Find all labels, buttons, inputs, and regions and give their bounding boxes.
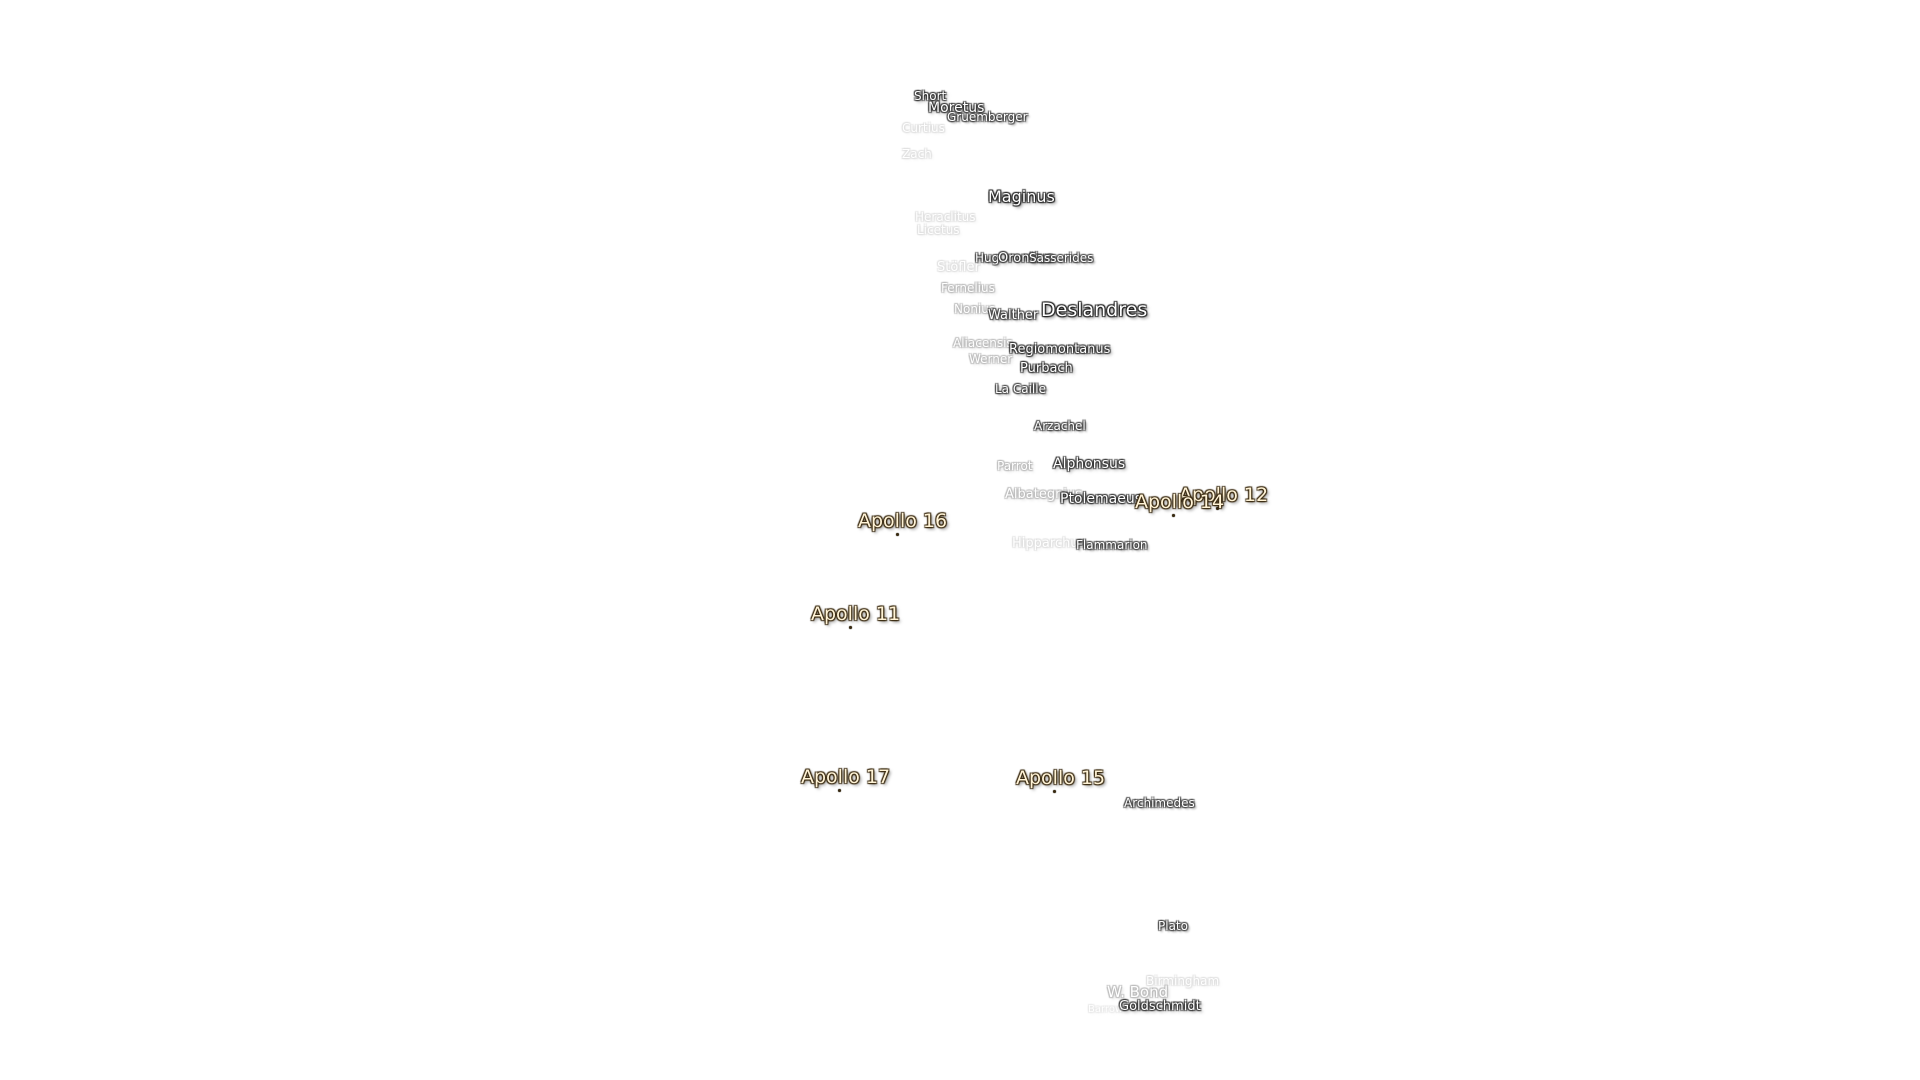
apollo-12-label[interactable]: Apollo 12	[1179, 484, 1269, 506]
crater-label-la-caille[interactable]: La Caille	[995, 382, 1046, 396]
apollo-11-label[interactable]: Apollo 11	[811, 603, 901, 625]
crater-label-barrow[interactable]: Barrow	[1088, 1004, 1124, 1015]
crater-label-nonius[interactable]: Nonius	[954, 302, 996, 316]
crater-label-huggins[interactable]: Hug	[975, 251, 1000, 265]
crater-label-stofler[interactable]: Stöfler	[937, 260, 980, 275]
apollo-17-site-marker[interactable]	[838, 789, 841, 792]
crater-label-short[interactable]: Short	[914, 89, 947, 103]
crater-label-plato[interactable]: Plato	[1158, 919, 1188, 933]
apollo-11-site-marker[interactable]	[849, 626, 852, 629]
crater-label-zach[interactable]: Zach	[902, 147, 932, 161]
apollo-15-site-marker[interactable]	[1053, 790, 1056, 793]
crater-label-moretus[interactable]: Moretus	[928, 100, 985, 116]
crater-label-purbach[interactable]: Purbach	[1020, 361, 1073, 376]
crater-label-gruemberger[interactable]: Gruemberger	[947, 110, 1028, 124]
crater-label-regiomontanus[interactable]: Regiomontanus	[1009, 342, 1111, 357]
crater-label-alphonsus[interactable]: Alphonsus	[1053, 456, 1126, 472]
crater-label-werner[interactable]: Werner	[969, 352, 1013, 366]
crater-label-fernelius[interactable]: Fernelius	[941, 281, 995, 295]
apollo-17-label[interactable]: Apollo 17	[801, 766, 891, 788]
crater-label-arzachel[interactable]: Arzachel	[1034, 419, 1086, 433]
apollo-16-site-marker[interactable]	[896, 533, 899, 536]
crater-label-maginus[interactable]: Maginus	[988, 187, 1055, 206]
crater-label-aliacensis[interactable]: Aliacensis	[953, 336, 1013, 350]
crater-label-curtius[interactable]: Curtius	[902, 121, 945, 135]
crater-label-hipparchus[interactable]: Hipparchus	[1012, 536, 1086, 551]
apollo-16-label[interactable]: Apollo 16	[858, 510, 948, 532]
crater-label-archimedes[interactable]: Archimedes	[1124, 796, 1195, 810]
apollo-15-label[interactable]: Apollo 15	[1016, 767, 1106, 789]
apollo-14-label[interactable]: Apollo 14	[1135, 491, 1225, 513]
crater-label-heraclitus[interactable]: Heraclitus	[915, 210, 976, 224]
crater-label-orontius[interactable]: Orontius	[998, 251, 1054, 266]
crater-label-sasserides[interactable]: Sasserides	[1029, 251, 1094, 265]
crater-label-deslandres[interactable]: Deslandres	[1041, 299, 1148, 321]
crater-label-birmingham[interactable]: Birmingham	[1146, 974, 1220, 988]
crater-label-goldschmidt[interactable]: Goldschmidt	[1119, 999, 1201, 1014]
apollo-12-site-marker[interactable]	[1216, 507, 1219, 510]
crater-label-licetus[interactable]: Licetus	[917, 223, 960, 237]
crater-label-flammarion[interactable]: Flammarion	[1076, 538, 1148, 552]
crater-label-albategnius[interactable]: Albategnius	[1005, 487, 1082, 502]
crater-label-walther[interactable]: Walther	[988, 308, 1039, 323]
crater-label-w-bond[interactable]: W. Bond	[1107, 983, 1169, 1001]
crater-label-ptolemaeus[interactable]: Ptolemaeus	[1060, 491, 1142, 507]
apollo-14-site-marker[interactable]	[1172, 514, 1175, 517]
crater-label-parrot[interactable]: Parrot	[997, 459, 1033, 473]
